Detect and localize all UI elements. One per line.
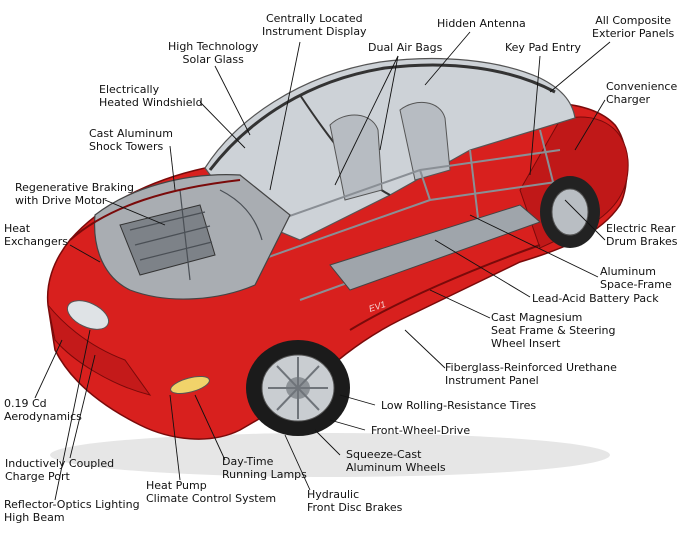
cabin-glass bbox=[204, 57, 576, 241]
battery-pack bbox=[329, 204, 541, 291]
label-low-rolling-tires: Low Rolling-Resistance Tires bbox=[381, 399, 537, 412]
headlamp bbox=[66, 300, 110, 330]
roof-frame bbox=[208, 63, 556, 171]
side-sill bbox=[349, 244, 541, 331]
leader-lines bbox=[34, 31, 611, 501]
seat-left bbox=[329, 114, 383, 201]
seat-right bbox=[399, 102, 451, 181]
drive-motor bbox=[119, 204, 216, 276]
front-fascia bbox=[47, 304, 152, 396]
daytime-lamp bbox=[170, 375, 210, 395]
label-key-pad-entry: Key Pad Entry bbox=[505, 41, 582, 54]
front-wheel bbox=[246, 340, 350, 436]
ground-shadow bbox=[50, 433, 610, 477]
label-hidden-antenna: Hidden Antenna bbox=[437, 17, 526, 30]
label-battery-pack: Lead-Acid Battery Pack bbox=[532, 292, 659, 305]
hood-edge bbox=[69, 179, 241, 241]
label-dual-air-bags: Dual Air Bags bbox=[368, 41, 443, 54]
label-front-wheel-drive: Front-Wheel-Drive bbox=[371, 424, 471, 437]
engine-details bbox=[129, 189, 263, 281]
rear-wheel bbox=[540, 176, 600, 248]
